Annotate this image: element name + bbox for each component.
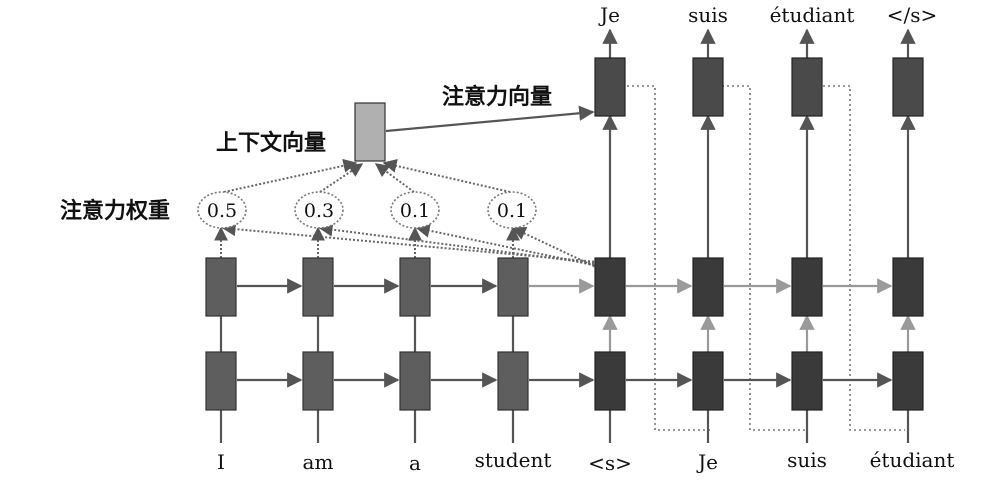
encoder-bottom-cell-1 — [205, 351, 237, 411]
attention-vector-cell-3 — [791, 57, 823, 117]
input-words: I am a student <s> Je suis étudiant — [217, 448, 954, 475]
weight-ellipses — [197, 191, 537, 229]
encoder-input-2: am — [303, 450, 334, 474]
attention-score-arrows — [214, 158, 599, 269]
decoder-top-cell-2 — [692, 257, 724, 317]
encoder-input-3: a — [409, 451, 421, 475]
attention-vector-cell-4 — [892, 57, 924, 117]
attention-output-cells — [594, 57, 924, 117]
encoder-top-cell-1 — [205, 257, 237, 317]
decoder-input-3: suis — [787, 448, 827, 472]
decoder-output-1: Je — [598, 3, 620, 27]
light-arrows — [529, 278, 916, 352]
output-words: Je suis étudiant </s> — [598, 3, 937, 27]
encoder-top-cell-2 — [302, 257, 334, 317]
decoder-bottom-cell-2 — [692, 351, 724, 411]
attention-weights-label: 注意力权重 — [60, 198, 170, 224]
decoder-output-4: </s> — [887, 3, 938, 27]
decoder-top-cell-4 — [892, 257, 924, 317]
encoder-input-4: student — [475, 448, 552, 472]
decoder-input-4: étudiant — [870, 448, 955, 472]
feedback-path-suis — [722, 85, 805, 431]
encoder-bottom-cell-3 — [399, 351, 431, 411]
encoder-top-cell-3 — [399, 257, 431, 317]
encoder-cells — [205, 257, 529, 411]
encoder-top-cell-4 — [497, 257, 529, 317]
attention-vector-cell-2 — [692, 57, 724, 117]
weight-value-3: 0.1 — [400, 200, 430, 222]
decoder-output-3: étudiant — [770, 3, 855, 27]
decoder-bottom-cell-3 — [791, 351, 823, 411]
feedback-path-je — [627, 85, 710, 431]
feedback-paths — [627, 85, 905, 431]
encoder-bottom-cell-2 — [302, 351, 334, 411]
context-vector-label: 上下文向量 — [216, 130, 326, 156]
encoder-bottom-cell-4 — [497, 351, 529, 411]
decoder-bottom-cell-1 — [594, 351, 626, 411]
weight-value-2: 0.3 — [304, 200, 334, 222]
weight-values: 0.5 0.3 0.1 0.1 — [207, 200, 527, 222]
decoder-input-1: <s> — [588, 451, 632, 475]
decoder-top-cell-3 — [791, 257, 823, 317]
decoder-input-2: Je — [696, 450, 718, 474]
context-vector-cell — [354, 102, 386, 162]
decoder-output-2: suis — [688, 3, 728, 27]
decoder-bottom-cell-4 — [892, 351, 924, 411]
decoder-cells — [594, 257, 924, 411]
decoder-top-cell-1 — [594, 257, 626, 317]
attention-vector-cell-1 — [594, 57, 626, 117]
weight-value-4: 0.1 — [497, 200, 527, 222]
weight-value-1: 0.5 — [207, 200, 237, 222]
encoder-input-1: I — [217, 450, 225, 474]
attention-vector-label: 注意力向量 — [442, 84, 552, 110]
